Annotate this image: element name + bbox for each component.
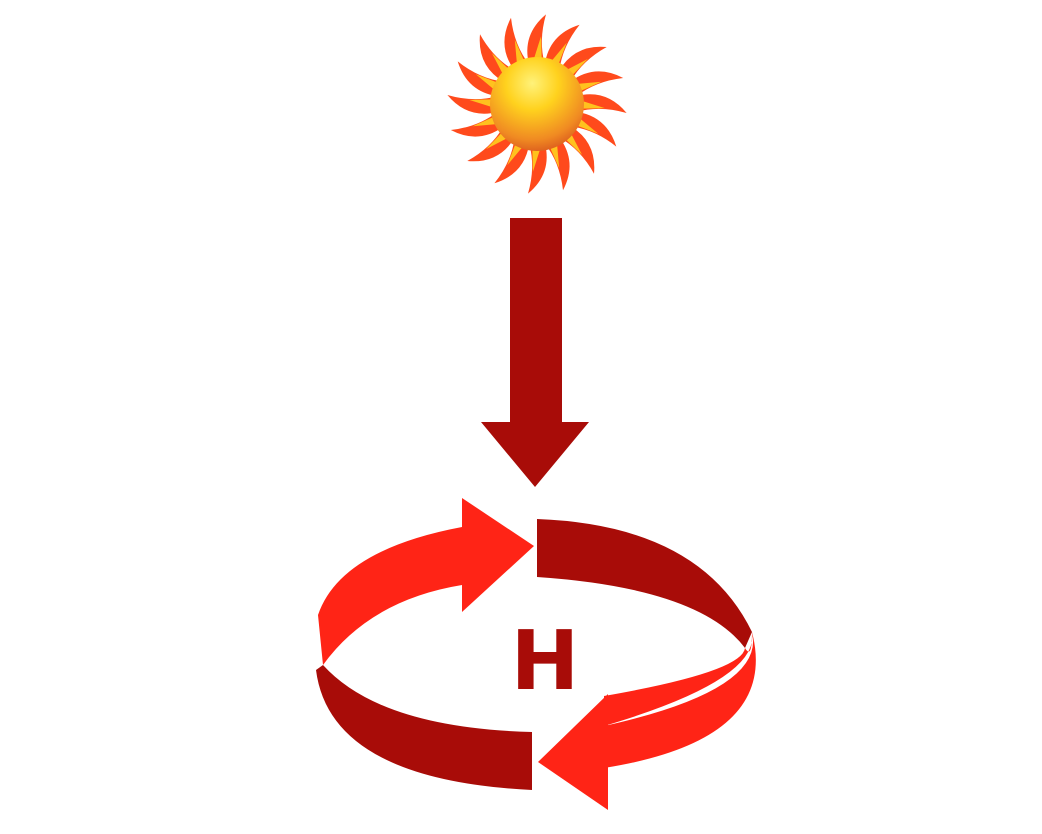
down-arrow-icon <box>481 218 589 487</box>
cycle-band-bottom-right <box>604 632 756 768</box>
cycle-band-top-left <box>318 527 462 665</box>
cycle-arrowhead-top <box>462 498 534 612</box>
sun-ray <box>450 111 504 137</box>
sun-core <box>490 57 584 151</box>
cycle-band-bottom-left <box>316 665 532 790</box>
sun-icon <box>447 14 627 194</box>
sun-ray <box>570 71 624 97</box>
cycle-arrowhead-bottom <box>538 694 608 810</box>
circular-arrows-icon <box>316 498 756 810</box>
sun-ray <box>544 137 570 191</box>
cycle-band-top-right <box>537 519 752 648</box>
cycle-band-bottom-right-fill <box>604 632 753 726</box>
sun-ray <box>504 17 530 71</box>
center-label: H <box>511 614 580 709</box>
